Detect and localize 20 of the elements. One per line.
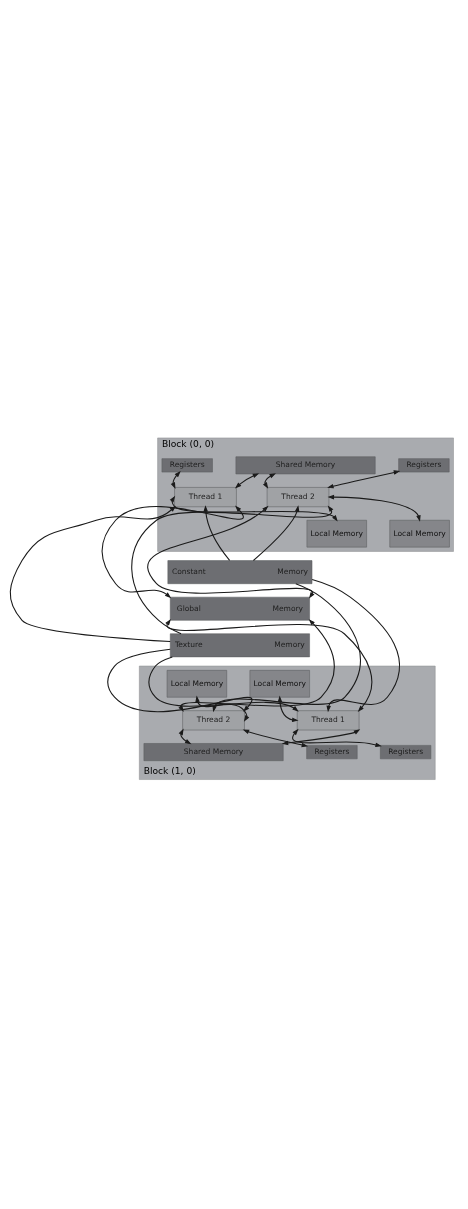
arrow [234, 473, 260, 489]
arrow [101, 505, 244, 599]
arrow [327, 494, 421, 522]
arrow [327, 470, 401, 489]
arrow [169, 495, 338, 522]
arrow [292, 728, 382, 748]
arrow [311, 579, 400, 713]
arrow [277, 695, 299, 723]
arrow [131, 505, 334, 635]
arrow [242, 729, 309, 748]
arrow [195, 695, 250, 722]
arrow [262, 473, 276, 489]
arrow [147, 505, 315, 599]
arrow [252, 505, 300, 561]
arrow [281, 729, 361, 746]
arrow [170, 470, 181, 489]
arrow [9, 505, 177, 643]
arrow [203, 505, 231, 561]
arrow [178, 728, 192, 745]
arrow [212, 583, 361, 713]
